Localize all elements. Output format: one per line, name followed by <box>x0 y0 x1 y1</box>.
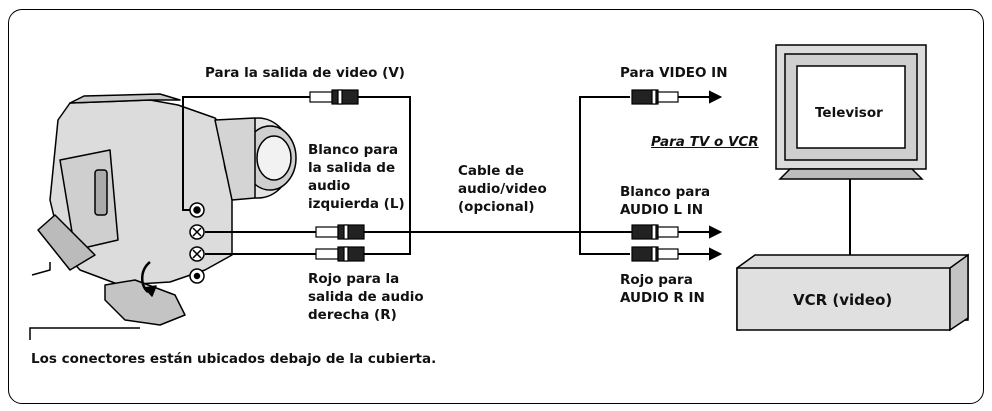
diagram-frame <box>8 9 984 404</box>
connectors-note: Los conectores están ubicados debajo de … <box>31 351 437 367</box>
label-white-left: Blanco para la salida de audio izquierda… <box>308 142 405 212</box>
label-video-out: Para la salida de video (V) <box>205 65 405 81</box>
vcr-label: VCR (video) <box>793 291 893 309</box>
label-audio-r-in: Rojo para AUDIO R IN <box>620 272 705 306</box>
rca-plug-icon <box>309 89 365 262</box>
vcr-box <box>736 253 969 332</box>
tv-label: Televisor <box>815 105 883 121</box>
label-red-right: Rojo para la salida de audio derecha (R) <box>308 271 424 323</box>
label-video-in: Para VIDEO IN <box>620 65 728 81</box>
camcorder-illustration <box>31 93 297 326</box>
label-cable: Cable de audio/video (opcional) <box>458 163 547 215</box>
rca-plug-icon <box>631 89 679 262</box>
label-tv-or-vcr: Para TV o VCR <box>651 134 759 150</box>
arrow-icon <box>678 90 723 261</box>
television-icon <box>775 44 927 180</box>
cable-lines <box>182 96 720 255</box>
label-audio-l-in: Blanco para AUDIO L IN <box>620 184 711 218</box>
